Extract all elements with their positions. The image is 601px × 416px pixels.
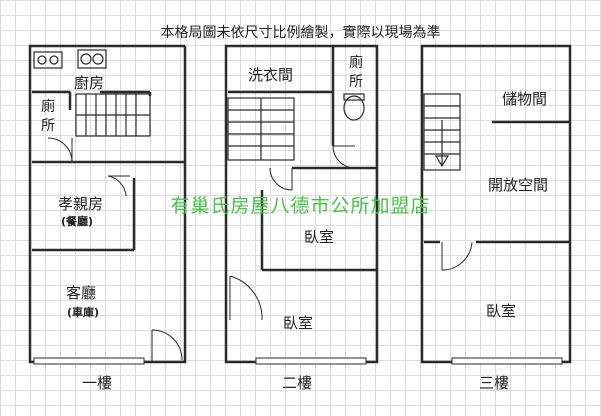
floor3-bedroom-label: 臥室 — [486, 302, 517, 320]
disclaimer-note: 本格局圖未依尺寸比例繪製，實際以現場為準 — [160, 25, 441, 41]
living-room-label: 客廳 — [66, 284, 97, 302]
floor-1-plan — [28, 44, 187, 365]
storage-room-label: 儲物間 — [502, 90, 548, 108]
agency-watermark: 有巢氏房屋八德市公所加盟店 — [170, 195, 431, 217]
open-space-label: 開放空間 — [488, 176, 549, 194]
floor1-toilet-label: 廁所 — [41, 99, 55, 134]
floor-2-plan — [224, 44, 379, 365]
kitchen-label: 廚房 — [74, 74, 105, 92]
floor-2-title: 二樓 — [282, 374, 313, 392]
floor2-bedroom-lower-label: 臥室 — [283, 314, 314, 332]
floor-3-plan — [420, 44, 572, 365]
floor2-bedroom-upper-label: 臥室 — [304, 228, 335, 246]
parents-room-note: (餐廳) — [61, 215, 94, 228]
living-room-note: (車庫) — [67, 306, 100, 319]
parents-room-label: 孝親房 — [58, 195, 104, 213]
floor-3-title: 三樓 — [479, 374, 510, 392]
floor-1-title: 一樓 — [82, 374, 113, 392]
floor2-toilet-label: 廁所 — [349, 55, 363, 90]
laundry-room-label: 洗衣間 — [248, 66, 294, 84]
